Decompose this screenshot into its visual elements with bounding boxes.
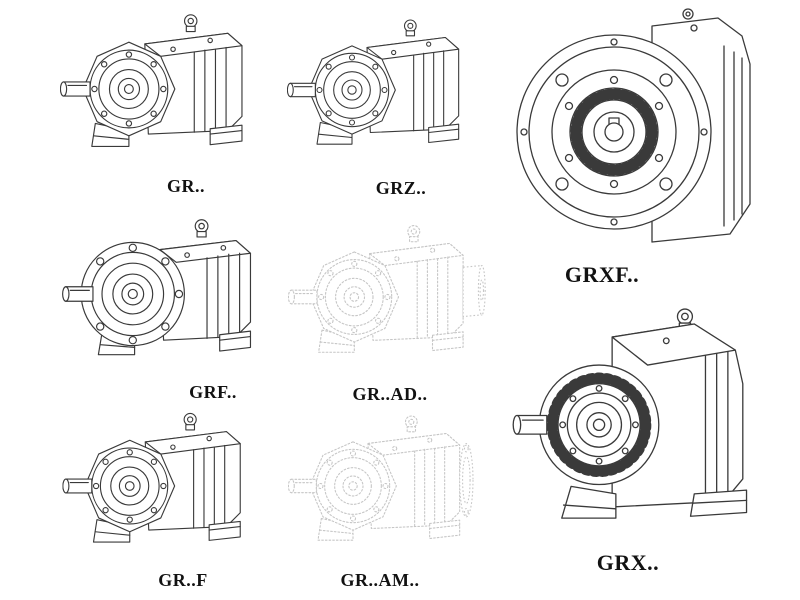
model-figure-grz: GRZ.. (287, 4, 487, 199)
model-label-gram: GR..AM.. (340, 570, 420, 590)
gearbox-iso-drawing-grz (287, 4, 487, 176)
motor-flange-detail (459, 442, 474, 518)
gearbox-front-flange-drawing-grxf (499, 0, 785, 260)
model-label-grxf: GRXF.. (564, 262, 640, 287)
input-adapter-detail (462, 264, 486, 318)
model-label-grx: GRX.. (596, 550, 660, 575)
model-figure-grxf: GRXF.. (498, 0, 786, 288)
model-figure-grf: GRF.. (58, 208, 280, 403)
gearbox-iso-drawing-grf2 (60, 404, 272, 568)
gearbox-motor-flange-ghost-drawing-gram (288, 404, 474, 568)
model-label-grf2: GR..F (158, 570, 208, 590)
model-label-grz: GRZ.. (375, 178, 427, 198)
gearbox-flange-iso-drawing-grf (59, 208, 279, 380)
gearbox-iso-drawing-gr (60, 4, 272, 174)
model-figure-gram: GR..AM.. (288, 404, 488, 591)
model-figure-grx: GRX.. (498, 296, 786, 576)
model-label-grad: GR..AD.. (352, 384, 428, 404)
model-figure-grf2: GR..F (60, 404, 272, 591)
gearbox-adapter-ghost-drawing-grad (288, 212, 486, 382)
model-label-gr: GR.. (167, 176, 205, 196)
gearbox-large-iso-drawing-grx (498, 296, 786, 548)
model-figure-grad: GR..AD.. (288, 212, 492, 405)
model-label-grf: GRF.. (189, 382, 237, 402)
model-figure-gr: GR.. (60, 4, 272, 197)
